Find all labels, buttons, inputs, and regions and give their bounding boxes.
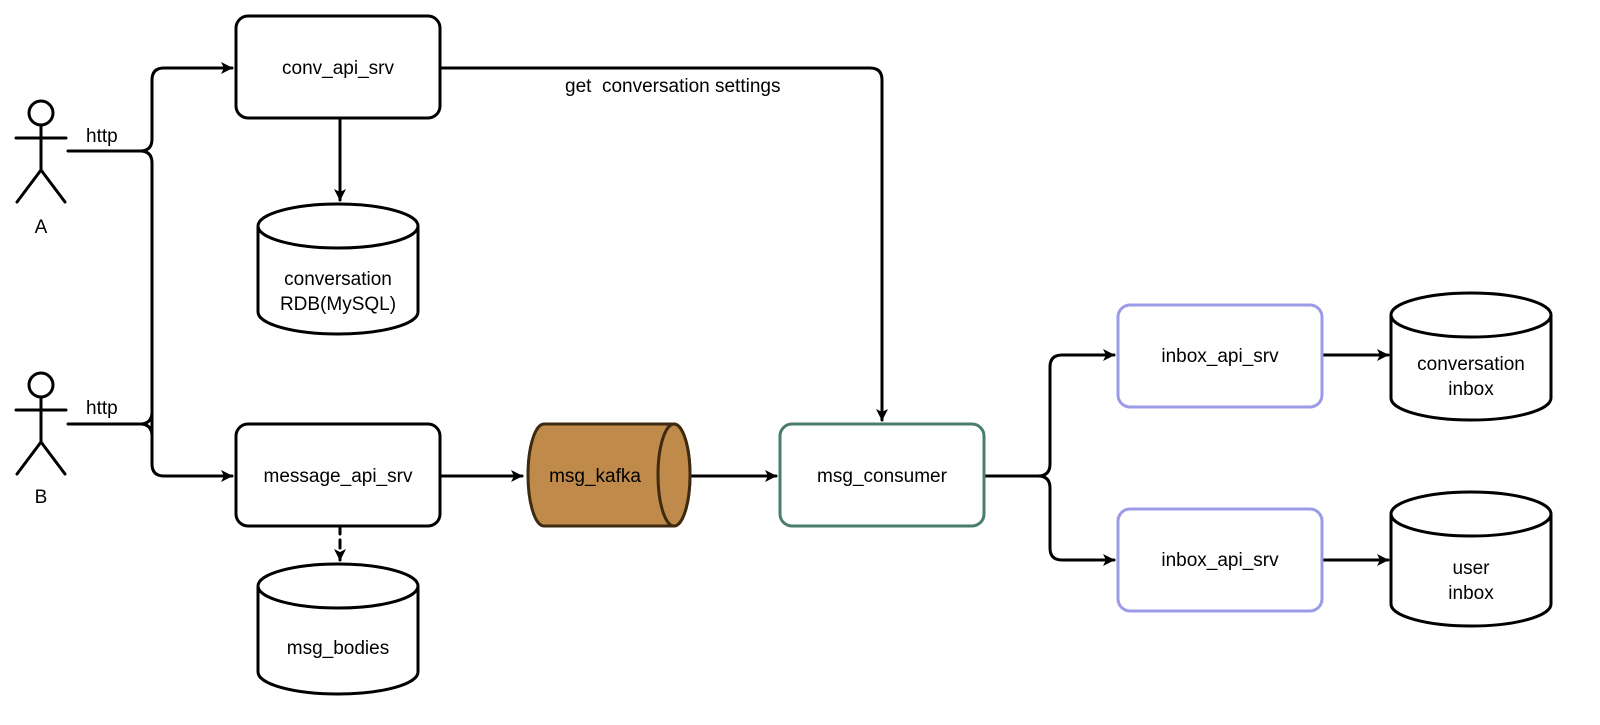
conversation-rdb-db: conversation RDB(MySQL) <box>256 202 420 336</box>
inbox-api-srv-label-1: inbox_api_srv <box>1161 346 1279 367</box>
actor-b-label: B <box>35 487 48 508</box>
user-inbox-db: user inbox <box>1389 490 1553 628</box>
user-inbox-line-1: user <box>1453 558 1491 579</box>
msg-consumer-label: msg_consumer <box>817 466 948 487</box>
edge-conv-settings <box>440 66 888 422</box>
conversation-rdb-line-2: RDB(MySQL) <box>280 294 396 315</box>
edge-b-to-message-api <box>138 422 154 438</box>
edge-label-http-b: http <box>86 398 118 419</box>
conv-api-srv-node: conv_api_srv <box>234 14 442 120</box>
msg-kafka-queue: msg_kafka <box>526 422 692 528</box>
msg-kafka-label: msg_kafka <box>549 466 641 487</box>
user-inbox-line-2: inbox <box>1448 583 1494 604</box>
conv-api-srv-label: conv_api_srv <box>282 58 394 79</box>
edge-consumer-to-inbox-2 <box>1036 474 1116 566</box>
actor-b-icon <box>14 371 68 476</box>
message-api-srv-node: message_api_srv <box>234 422 442 528</box>
msg-bodies-label: msg_bodies <box>287 638 389 659</box>
conversation-inbox-line-1: conversation <box>1417 354 1525 375</box>
conversation-rdb-line-1: conversation <box>284 269 392 290</box>
conversation-inbox-db: conversation inbox <box>1389 291 1553 422</box>
actor-a-icon <box>14 99 68 204</box>
actor-a-label: A <box>35 217 48 238</box>
inbox-api-srv-label-2: inbox_api_srv <box>1161 550 1279 571</box>
msg-bodies-db: msg_bodies <box>256 562 420 696</box>
edge-consumer-to-inbox-1 <box>984 349 1116 478</box>
edge-label-http-a: http <box>86 126 118 147</box>
msg-consumer-node: msg_consumer <box>778 422 986 528</box>
edge-a-to-message-api <box>138 149 234 482</box>
inbox-api-srv-node-2: inbox_api_srv <box>1116 507 1324 613</box>
inbox-api-srv-node-1: inbox_api_srv <box>1116 303 1324 409</box>
message-api-srv-label: message_api_srv <box>264 466 413 487</box>
conversation-inbox-line-2: inbox <box>1448 379 1494 400</box>
edge-label-conversation-settings: get conversation settings <box>565 76 780 97</box>
